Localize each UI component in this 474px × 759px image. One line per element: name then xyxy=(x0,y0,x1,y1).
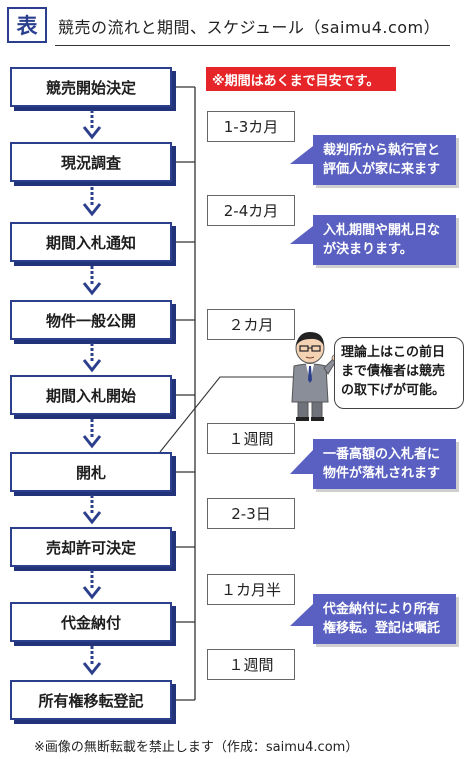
dashed-down-arrow-icon xyxy=(82,343,102,373)
title-rule xyxy=(55,45,450,46)
step-payment: 代金納付 xyxy=(10,602,172,642)
page-title: 競売の流れと期間、スケジュール（saimu4.com） xyxy=(58,18,441,37)
duration-label: １週間 xyxy=(207,649,295,680)
duration-label: １週間 xyxy=(207,423,295,454)
dashed-down-arrow-icon xyxy=(82,570,102,600)
businessman-icon xyxy=(291,332,338,421)
dashed-down-arrow-icon xyxy=(82,419,102,449)
callout-note: 入札期間や開札日なが決まります。 xyxy=(313,215,456,265)
dashed-down-arrow-icon xyxy=(82,495,102,525)
table-tag: 表 xyxy=(7,7,47,43)
callout-note: 一番高額の入札者に物件が落札されます xyxy=(313,439,456,489)
duration-label: 2-4カ月 xyxy=(207,195,295,226)
dashed-down-arrow-icon xyxy=(82,266,102,296)
dashed-down-arrow-icon xyxy=(82,187,102,217)
duration-label: ２カ月 xyxy=(207,309,295,340)
notice-banner: ※期間はあくまで目安です。 xyxy=(206,67,396,91)
step-sale-approval: 売却許可決定 xyxy=(10,527,172,567)
step-auction-start: 競売開始決定 xyxy=(10,67,172,107)
dashed-down-arrow-icon xyxy=(82,110,102,140)
speech-pointer xyxy=(159,376,300,453)
step-title-transfer: 所有権移転登記 xyxy=(10,680,172,720)
duration-label: 2-3日 xyxy=(207,498,295,529)
duration-label: １カ月半 xyxy=(207,574,295,605)
callout-note: 代金納付により所有権移転。登記は嘱託 xyxy=(313,594,456,644)
duration-label: 1-3カ月 xyxy=(207,111,295,142)
step-public-viewing: 物件一般公開 xyxy=(10,300,172,340)
copyright-notice: ※画像の無断転載を禁止します（作成：saimu4.com） xyxy=(34,740,359,755)
step-bidding-start: 期間入札開始 xyxy=(10,375,172,415)
step-bid-notice: 期間入札通知 xyxy=(10,222,172,262)
step-bid-opening: 開札 xyxy=(10,452,172,492)
step-site-survey: 現況調査 xyxy=(10,142,172,182)
speech-bubble: 理論上はこの前日まで債権者は競売の取下げが可能。 xyxy=(334,337,464,409)
dashed-down-arrow-icon xyxy=(82,646,102,676)
callout-note: 裁判所から執行官と評価人が家に来ます xyxy=(313,135,456,185)
